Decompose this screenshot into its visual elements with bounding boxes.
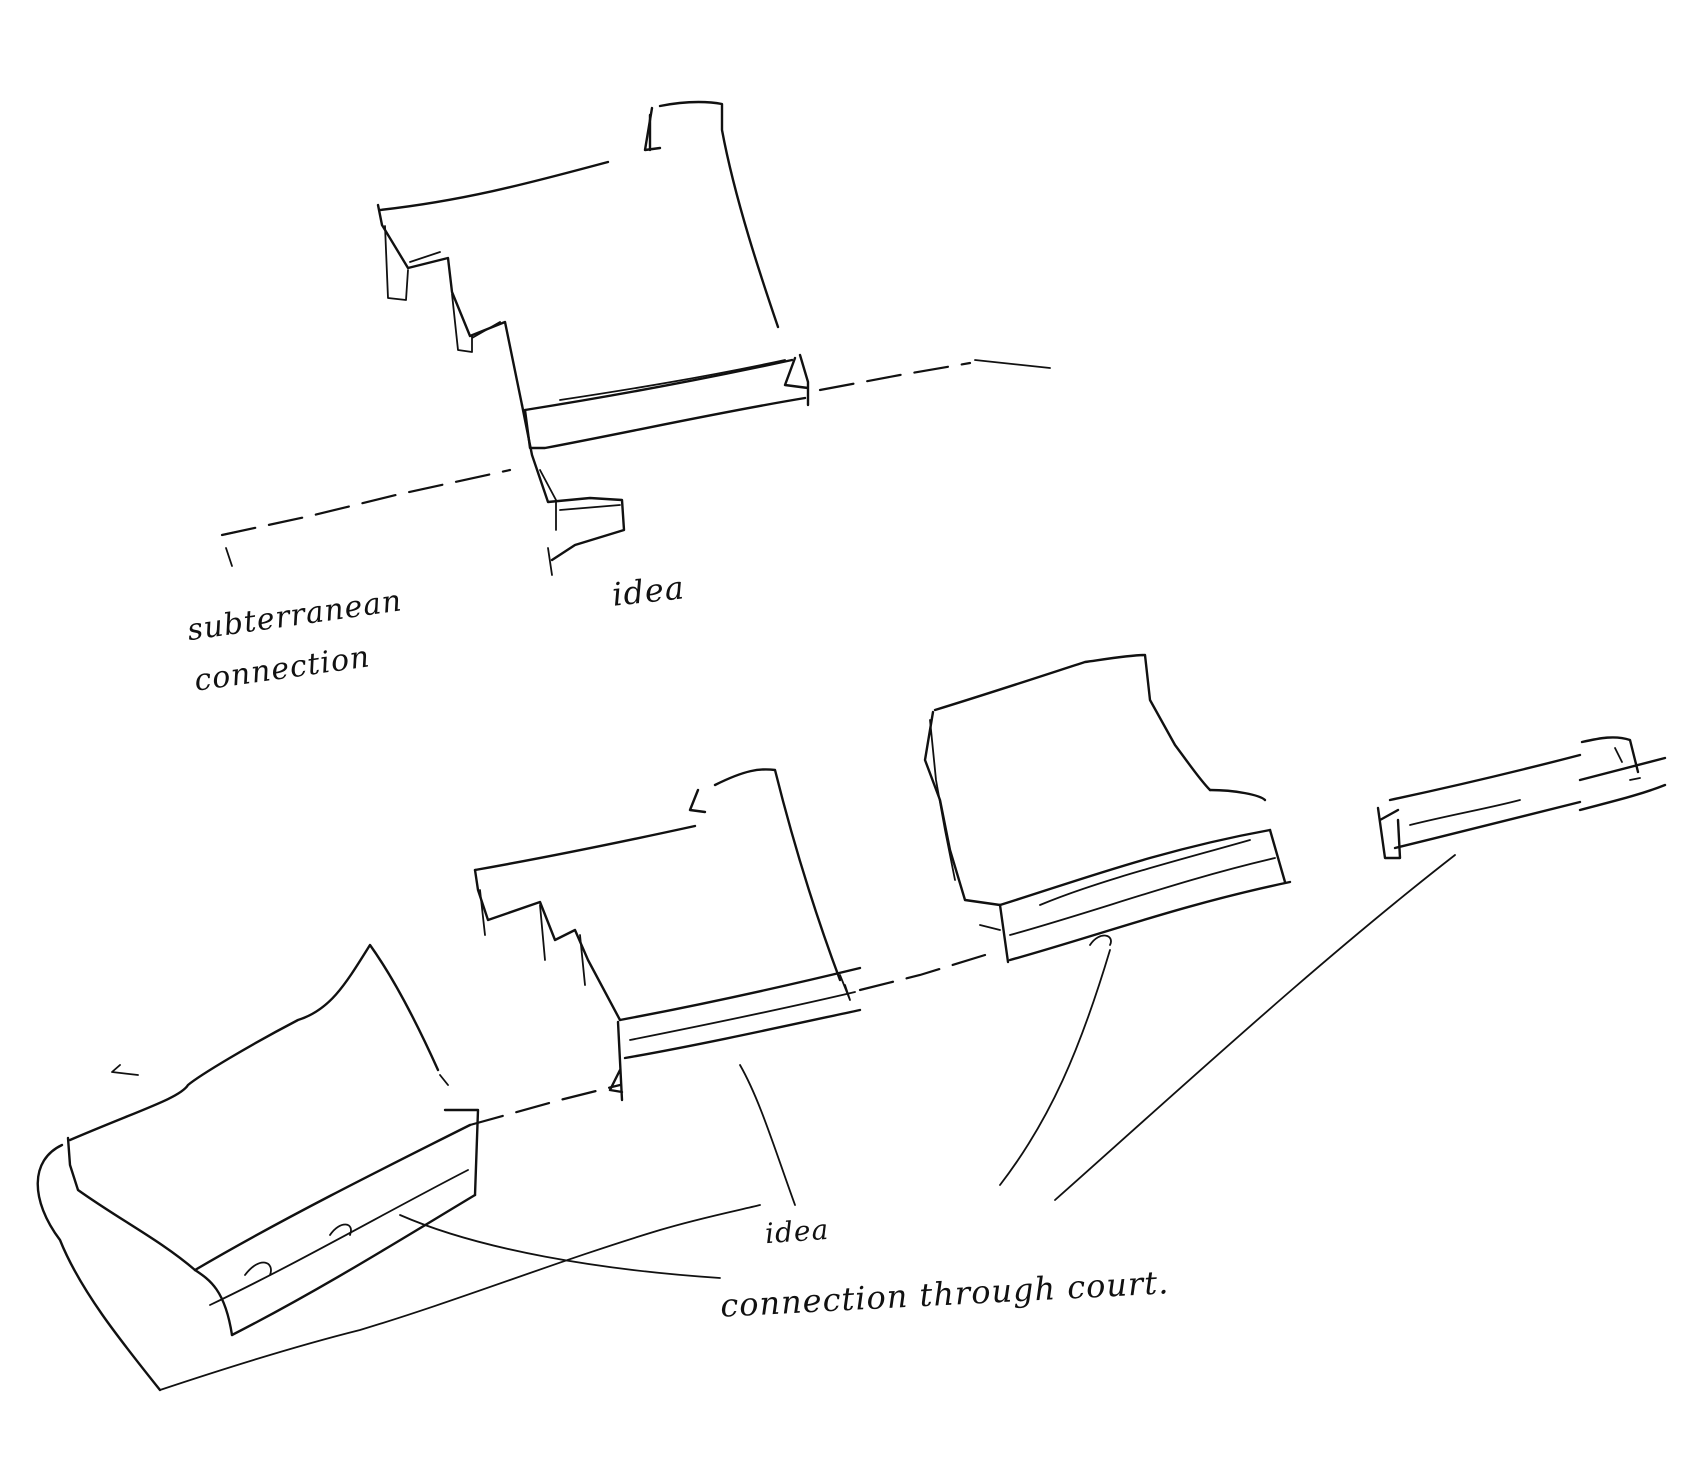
lower-block-3 — [923, 653, 1292, 964]
upper-stepped-block — [376, 100, 810, 576]
lower-middle-note: idea — [763, 1212, 831, 1251]
upper-right-note: idea — [610, 568, 687, 614]
lower-block-1 — [36, 943, 480, 1392]
leader-lines — [159, 854, 1456, 1391]
lower-block-4 — [1376, 736, 1667, 860]
lower-block-2 — [473, 768, 862, 1102]
lower-connection-line — [468, 953, 987, 1127]
upper-connection-line — [220, 359, 1051, 567]
